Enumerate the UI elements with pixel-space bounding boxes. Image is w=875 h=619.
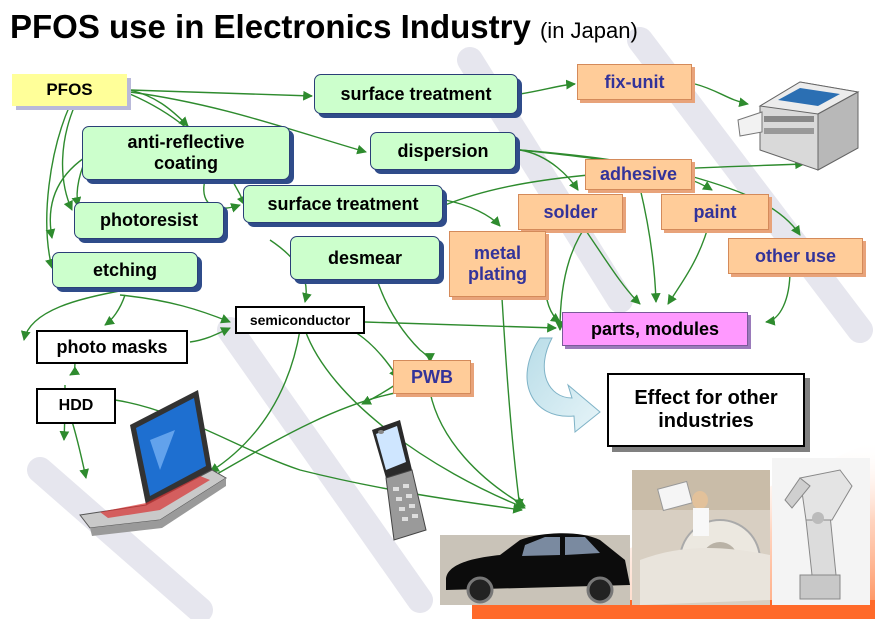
node-photo-masks: photo masks bbox=[36, 330, 188, 364]
car-image bbox=[440, 533, 630, 605]
node-paint: paint bbox=[661, 194, 769, 230]
title-main: PFOS use in Electronics Industry bbox=[10, 8, 531, 45]
node-hdd: HDD bbox=[36, 388, 116, 424]
medical-scanner-image bbox=[632, 470, 770, 605]
node-adhesive: adhesive bbox=[585, 159, 692, 190]
anti-reflective-line2: coating bbox=[153, 153, 218, 173]
node-effect-for-other-industries: Effect for other industries bbox=[607, 373, 805, 447]
effect-line1: Effect for other bbox=[634, 387, 778, 409]
node-etching: etching bbox=[52, 252, 198, 288]
effect-line2: industries bbox=[658, 410, 754, 432]
node-fix-unit: fix-unit bbox=[577, 64, 692, 100]
node-other-use: other use bbox=[728, 238, 863, 274]
node-dispersion: dispersion bbox=[370, 132, 516, 170]
node-photoresist: photoresist bbox=[74, 202, 224, 239]
node-semiconductor: semiconductor bbox=[235, 306, 365, 334]
node-anti-reflective-coating: anti-reflective coating bbox=[82, 126, 290, 180]
effect-callout-arrow bbox=[526, 337, 601, 433]
page-title: PFOS use in Electronics Industry (in Jap… bbox=[10, 8, 638, 46]
node-metal-plating: metal plating bbox=[449, 231, 546, 297]
node-surface-treatment-mid: surface treatment bbox=[243, 185, 443, 223]
metal-plating-line2: plating bbox=[468, 264, 527, 284]
laptop-image bbox=[79, 390, 227, 536]
connector-arrows bbox=[20, 79, 805, 514]
anti-reflective-line1: anti-reflective bbox=[127, 132, 245, 153]
node-pwb: PWB bbox=[393, 360, 471, 394]
industrial-robot-image bbox=[772, 458, 870, 605]
node-desmear: desmear bbox=[290, 236, 440, 280]
title-subtitle: (in Japan) bbox=[539, 18, 638, 43]
node-surface-treatment-top: surface treatment bbox=[314, 74, 518, 114]
metal-plating-line1: metal bbox=[473, 243, 522, 264]
printer-image bbox=[737, 81, 860, 171]
mobile-phone-image bbox=[372, 420, 427, 541]
node-parts-modules: parts, modules bbox=[562, 312, 748, 346]
node-solder: solder bbox=[518, 194, 623, 230]
node-pfos: PFOS bbox=[12, 74, 127, 106]
